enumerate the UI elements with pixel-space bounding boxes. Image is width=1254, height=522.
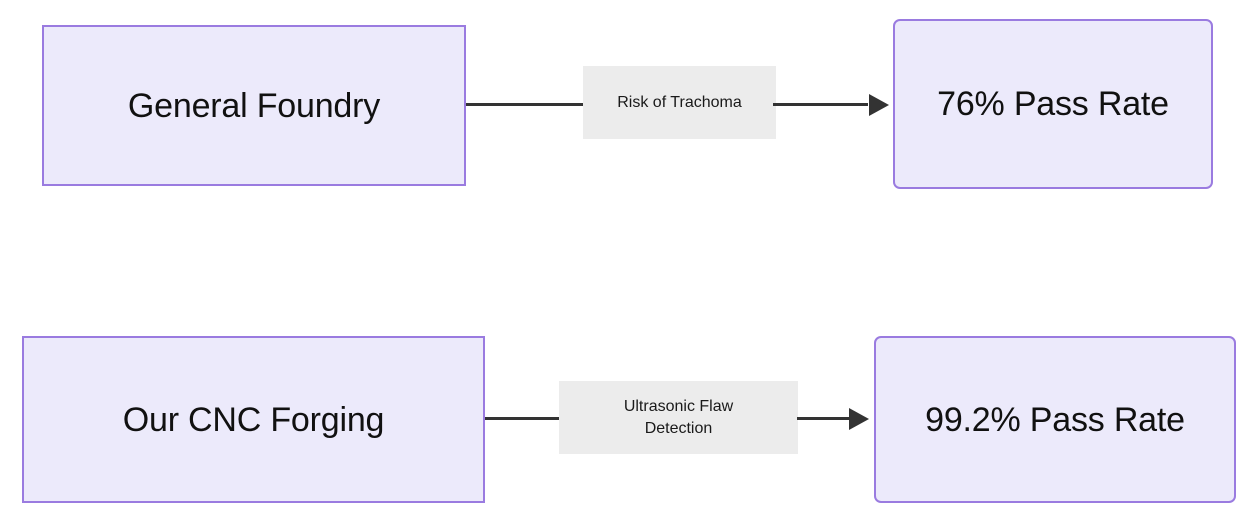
edge-label-risk-of-trachoma-text: Risk of Trachoma <box>617 93 742 111</box>
node-pass-rate-99-2-label: 99.2% Pass Rate <box>925 400 1185 439</box>
edge-bottom-line-right <box>797 417 849 420</box>
edge-bottom-line-left <box>485 417 562 420</box>
edge-label-line-1: Ultrasonic Flaw <box>623 397 734 415</box>
node-general-foundry-label: General Foundry <box>127 86 381 125</box>
arrowhead-icon-bottom <box>849 408 869 430</box>
node-general-foundry[interactable]: General Foundry <box>42 25 466 186</box>
edge-top-line-right <box>773 103 868 106</box>
edge-label-line-2: Detection <box>644 419 713 437</box>
node-our-cnc-forging[interactable]: Our CNC Forging <box>22 336 485 503</box>
node-pass-rate-99-2[interactable]: 99.2% Pass Rate <box>874 336 1236 503</box>
node-pass-rate-76[interactable]: 76% Pass Rate <box>893 19 1213 189</box>
node-our-cnc-forging-label: Our CNC Forging <box>122 400 385 439</box>
edge-top-line-left <box>466 103 586 106</box>
arrowhead-icon-top <box>869 94 889 116</box>
edge-label-ultrasonic-flaw-detection-text: Ultrasonic Flaw Detection <box>624 396 733 440</box>
node-pass-rate-76-label: 76% Pass Rate <box>937 85 1169 123</box>
edge-label-ultrasonic-flaw-detection: Ultrasonic Flaw Detection <box>559 381 798 454</box>
edge-label-risk-of-trachoma: Risk of Trachoma <box>583 66 776 139</box>
